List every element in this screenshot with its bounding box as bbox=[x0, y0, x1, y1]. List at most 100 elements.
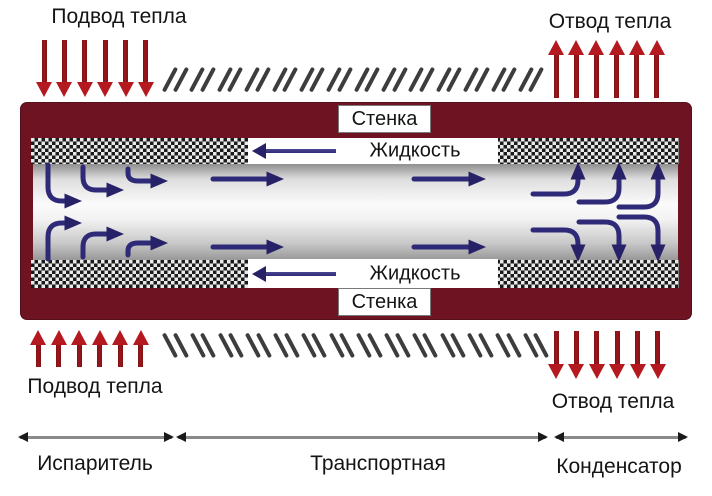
liquid-return-arrow-icon bbox=[252, 265, 336, 282]
heat-arrow-head bbox=[588, 364, 605, 379]
heat-arrow-shaft bbox=[614, 55, 620, 98]
heat-arrow-head bbox=[91, 330, 108, 345]
heat-arrow-down-icon bbox=[649, 331, 666, 379]
hatch-mark-pair bbox=[161, 66, 189, 93]
hatch-mark-pair bbox=[495, 332, 522, 359]
heat-arrow-up-icon bbox=[568, 40, 585, 98]
hatch-mark-pair bbox=[217, 332, 244, 359]
liquid-return-arrow-icon bbox=[252, 143, 336, 159]
heat-arrow-down-icon bbox=[97, 40, 114, 97]
hatch-mark-pair bbox=[353, 66, 380, 93]
heat-arrow-head bbox=[548, 40, 564, 55]
heat-arrow-down-icon bbox=[568, 331, 585, 379]
hatch-mark-pair bbox=[467, 332, 494, 359]
liquid-bottom-label: Жидкость bbox=[369, 262, 461, 284]
heat-arrow-head bbox=[649, 364, 666, 379]
hatch-mark-pair bbox=[326, 66, 353, 93]
condensation-arrow bbox=[530, 162, 586, 197]
heat-arrows-in-bottom bbox=[30, 330, 149, 367]
heat-arrow-shaft bbox=[102, 40, 108, 82]
heat-arrow-shaft bbox=[573, 55, 579, 98]
heat-arrow-head bbox=[71, 330, 88, 345]
heat-arrow-head bbox=[97, 82, 114, 97]
heat-arrow-head bbox=[50, 330, 67, 345]
heat-arrow-shaft bbox=[573, 331, 579, 364]
liquid-top-label: Жидкость bbox=[369, 139, 461, 162]
heat-arrow-shaft bbox=[76, 345, 82, 367]
hatch-mark-pair bbox=[245, 332, 272, 359]
zone-transport-label: Транспортная bbox=[310, 452, 446, 475]
hatch-mark-pair bbox=[161, 332, 189, 359]
heat-arrow-up-icon bbox=[648, 40, 665, 98]
condensation-arrow bbox=[530, 227, 586, 262]
heat-arrow-down-icon bbox=[117, 40, 134, 97]
heat-arrow-up-icon bbox=[132, 330, 149, 367]
dimension-line-evaporator bbox=[18, 432, 174, 442]
heat-arrow-shaft bbox=[634, 55, 640, 98]
heat-arrow-head bbox=[608, 40, 625, 55]
heat-arrow-shaft bbox=[97, 345, 103, 367]
evaporation-arrow bbox=[80, 164, 124, 198]
heat-arrow-shaft bbox=[123, 40, 129, 82]
heat-arrow-shaft bbox=[138, 345, 144, 367]
hatch-mark-pair bbox=[408, 66, 435, 93]
heat-supply-bottom-label: Подвод тепла bbox=[27, 375, 163, 398]
hatch-mark-pair bbox=[439, 332, 466, 359]
liquid-band-bottom: Жидкость bbox=[248, 259, 498, 288]
hatch-mark-pair bbox=[272, 332, 300, 359]
zone-condenser-label: Конденсатор bbox=[556, 455, 682, 478]
heat-arrow-up-icon bbox=[608, 40, 625, 98]
evaporation-arrow bbox=[45, 162, 82, 209]
wall-top-label: Стенка bbox=[338, 105, 431, 133]
heat-removal-top-label: Отвод тепла bbox=[548, 10, 672, 33]
heat-arrows-out-top bbox=[548, 40, 665, 98]
dimension-line-transport bbox=[176, 432, 548, 442]
liquid-band-top: Жидкость bbox=[248, 138, 498, 164]
heat-arrow-shaft bbox=[143, 40, 149, 82]
heat-arrow-shaft bbox=[614, 331, 620, 364]
heat-arrow-shaft bbox=[553, 331, 559, 364]
heat-arrow-head bbox=[568, 364, 585, 379]
heat-arrow-down-icon bbox=[548, 331, 564, 379]
heat-arrow-head bbox=[30, 330, 46, 345]
hatch-mark-pair bbox=[243, 66, 271, 93]
heat-arrow-down-icon bbox=[36, 40, 52, 97]
heat-arrow-head bbox=[56, 82, 73, 97]
hatch-mark-pair bbox=[298, 66, 326, 93]
hatch-mark-pair bbox=[462, 66, 490, 93]
hatch-mark-pair bbox=[356, 332, 383, 359]
heat-arrow-shaft bbox=[61, 40, 67, 82]
condensation-arrow bbox=[576, 162, 627, 205]
evaporation-arrow bbox=[125, 235, 168, 258]
heat-arrow-down-icon bbox=[588, 331, 605, 379]
heat-removal-bottom-label: Отвод тепла bbox=[551, 390, 675, 413]
heat-arrow-shaft bbox=[553, 55, 559, 98]
hatch-mark-pair bbox=[411, 332, 439, 359]
heat-arrow-shaft bbox=[82, 40, 88, 82]
heat-arrow-shaft bbox=[35, 345, 41, 367]
heat-arrow-up-icon bbox=[548, 40, 564, 98]
evaporation-arrow bbox=[125, 166, 168, 189]
heat-arrow-head bbox=[648, 40, 665, 55]
heat-arrow-head bbox=[609, 364, 626, 379]
zone-evaporator-label: Испаритель bbox=[37, 452, 153, 475]
heat-arrow-head bbox=[137, 82, 154, 97]
hatch-mark-pair bbox=[517, 66, 545, 93]
heat-arrow-head bbox=[76, 82, 93, 97]
heat-arrow-shaft bbox=[654, 55, 660, 98]
heat-arrow-up-icon bbox=[71, 330, 88, 367]
heat-arrows-out-bottom bbox=[548, 331, 666, 379]
evaporation-arrow bbox=[45, 215, 82, 262]
heat-arrow-up-icon bbox=[91, 330, 108, 367]
wall-bottom-label: Стенка bbox=[338, 288, 431, 316]
hatch-mark-pair bbox=[189, 332, 216, 359]
adiabatic-hatching-top bbox=[161, 58, 545, 100]
hatch-mark-pair bbox=[380, 66, 408, 93]
heat-arrow-down-icon bbox=[609, 331, 626, 379]
hatch-mark-pair bbox=[383, 332, 411, 359]
heat-arrow-head bbox=[629, 364, 646, 379]
dimension-line-condenser bbox=[554, 432, 688, 442]
heat-arrow-shaft bbox=[56, 345, 62, 367]
heat-arrow-up-icon bbox=[628, 40, 645, 98]
